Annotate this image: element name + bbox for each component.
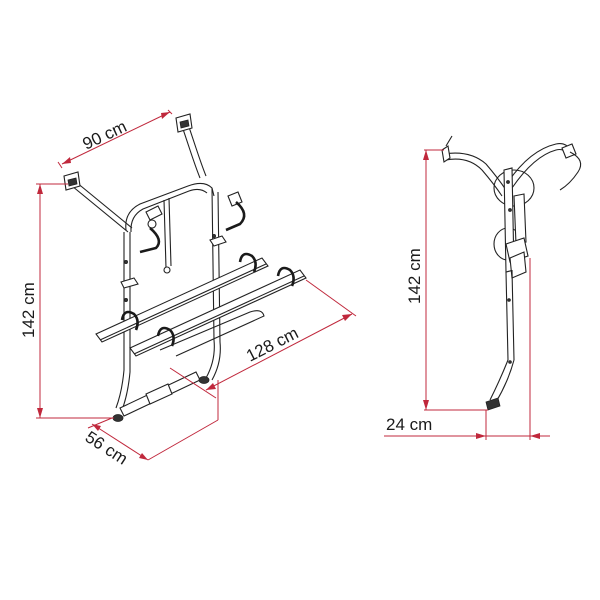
frame-clamps [120, 191, 246, 289]
lower-support [112, 371, 210, 422]
side-upright [485, 167, 529, 411]
dim-label-128cm: 128 cm [243, 323, 301, 365]
dim-top-width: 90 cm [57, 109, 173, 169]
dim-label-142cm-front: 142 cm [19, 282, 38, 338]
dim-side-depth: 24 cm [384, 258, 550, 440]
side-arms [441, 135, 582, 197]
dim-label-90cm: 90 cm [80, 117, 130, 154]
mount-bracket-right [175, 113, 193, 133]
front-view: 90 cm 142 cm 128 cm 56 [19, 109, 357, 469]
wheel-rail-front [129, 266, 307, 357]
mount-bracket-left [63, 171, 81, 191]
dim-label-142cm-side: 142 cm [405, 248, 424, 304]
main-frame [115, 182, 221, 411]
side-view: 142 cm 24 cm [384, 135, 582, 440]
dim-label-24cm: 24 cm [386, 415, 432, 434]
dim-side-height: 142 cm [405, 149, 488, 411]
dim-front-height: 142 cm [19, 183, 114, 419]
upper-arms [71, 123, 207, 233]
wheel-rail-rear [95, 252, 269, 343]
